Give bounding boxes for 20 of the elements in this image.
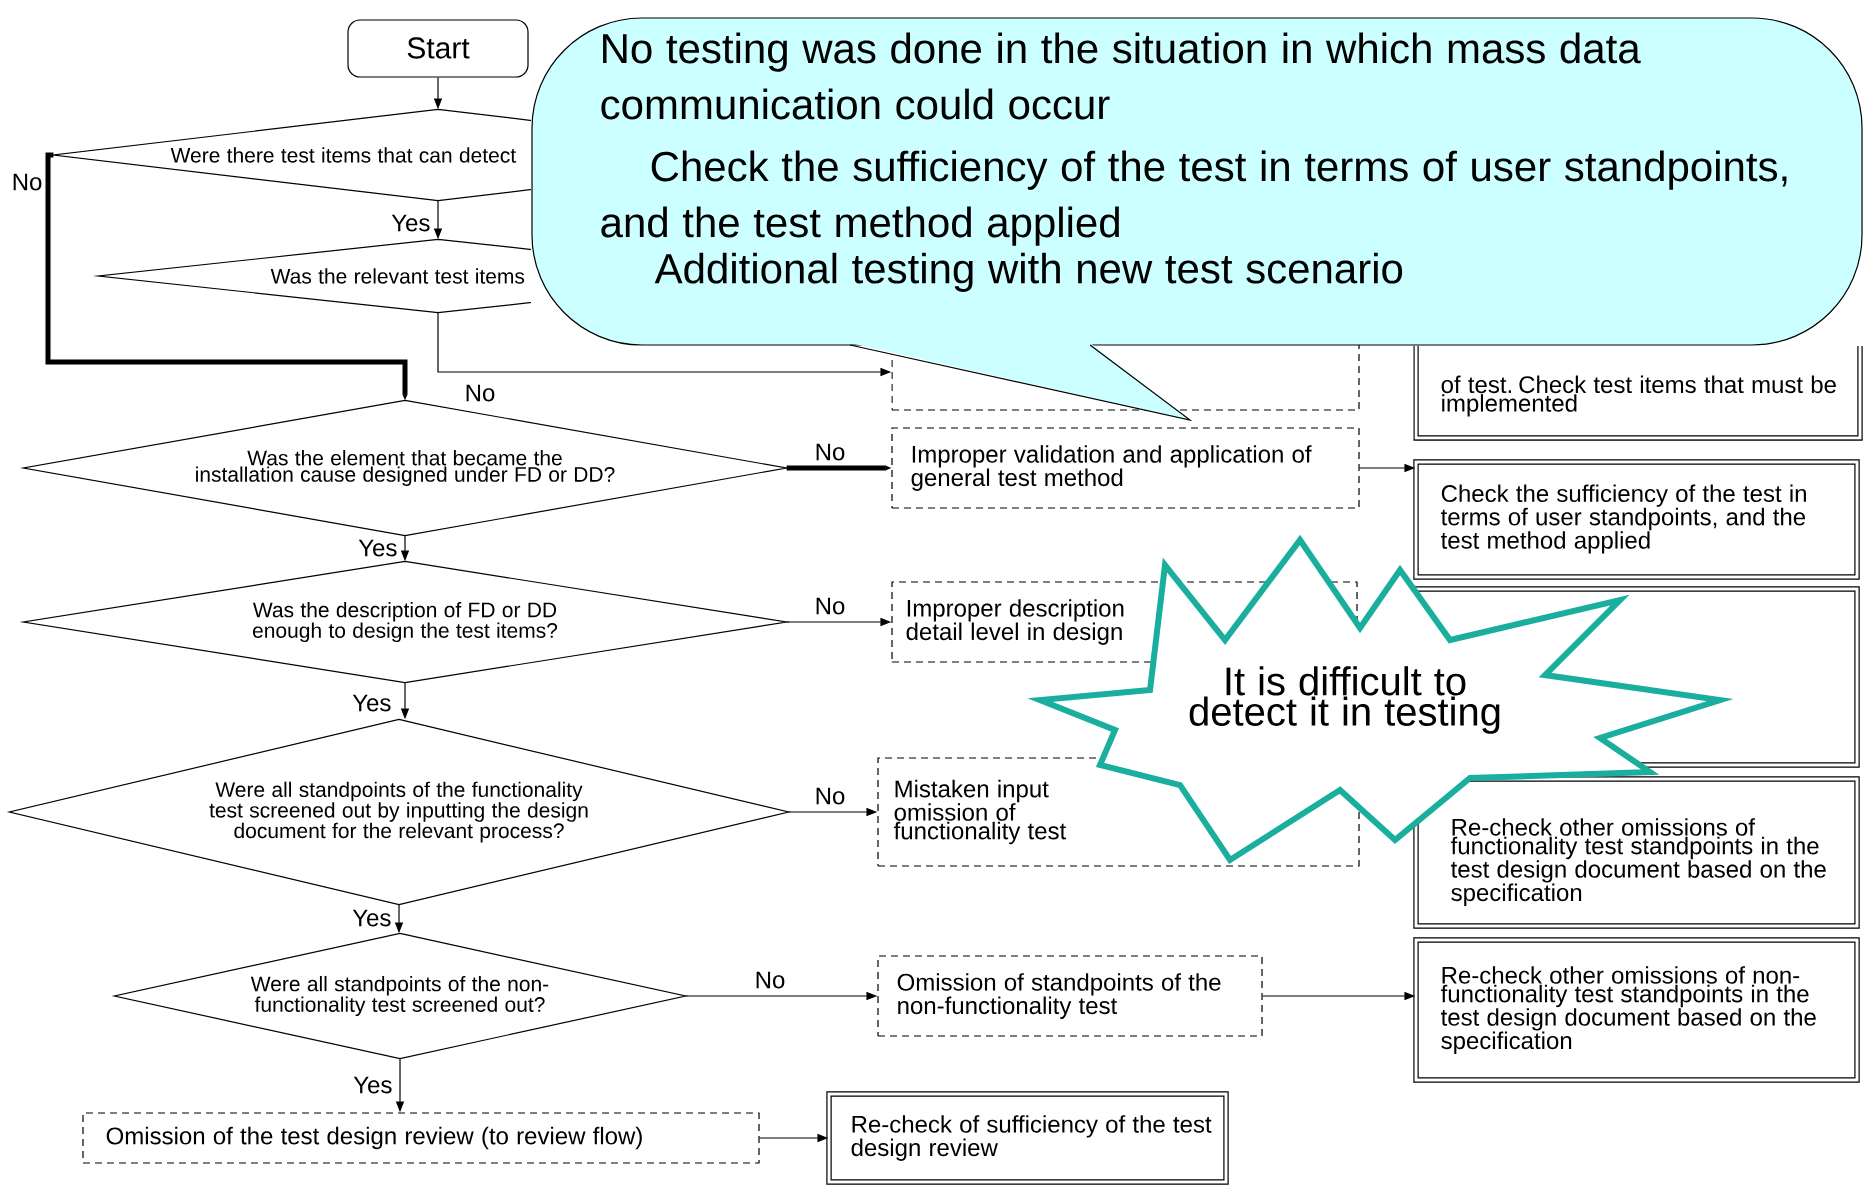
- action-box: Re-check other omissions of functionality test standpoints in the test design document based on the specification: [1413, 776, 1860, 929]
- edge-label: Yes: [351, 693, 393, 713]
- problem-box: Improper validation and application of general test method: [891, 427, 1360, 509]
- edge-label: No: [813, 442, 847, 462]
- edge-label: No: [753, 970, 787, 990]
- edge-label: Yes: [351, 908, 393, 928]
- edge-label: No: [10, 172, 44, 192]
- action-box: of test. Check test items that must be implemented: [1413, 346, 1863, 441]
- edge-label: No: [813, 786, 847, 806]
- edge-label: No: [463, 383, 497, 403]
- problem-box: Omission of standpoints of the non-functionality test: [877, 955, 1263, 1037]
- action-box: Check the sufficiency of the test in terms of user standpoints, and the test method applied: [1413, 459, 1860, 580]
- edge-label: Yes: [352, 1075, 394, 1095]
- action-box: Re-check other omissions of non-functionality test standpoints in the test design document based on the specification: [1413, 937, 1860, 1083]
- action-box: Re-check of sufficiency of the test design review: [826, 1091, 1229, 1185]
- start-box: Start: [347, 19, 529, 78]
- problem-box: Omission of the test design review (to review flow): [82, 1112, 760, 1164]
- edge-label: Yes: [390, 213, 432, 233]
- edge-label: Yes: [357, 538, 399, 558]
- edge-label: No: [813, 596, 847, 616]
